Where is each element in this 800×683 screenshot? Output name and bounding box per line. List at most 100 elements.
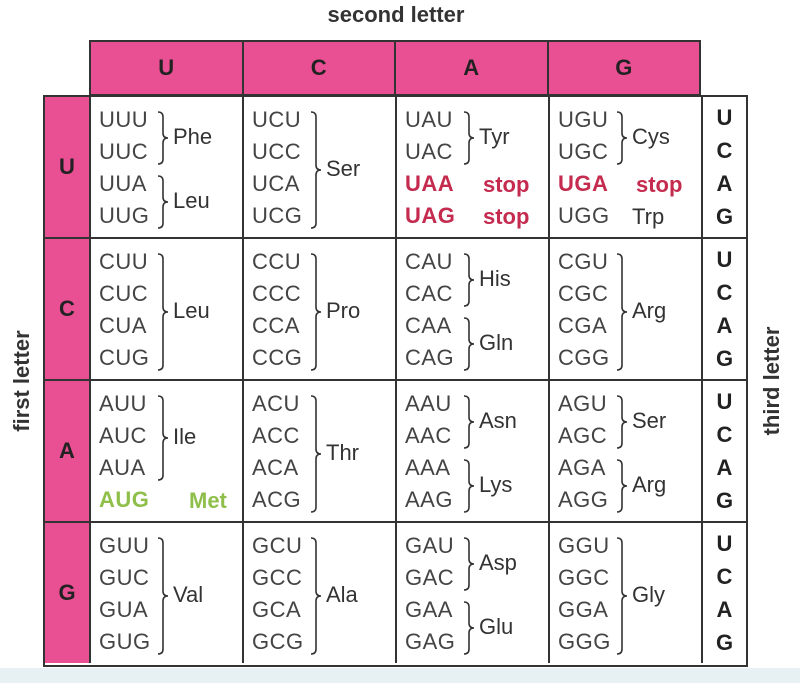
codon-label: CGA	[558, 313, 608, 338]
amino-acid-label: Gln	[479, 330, 514, 355]
brace-icon	[463, 111, 475, 165]
codon-label: ACA	[252, 455, 299, 480]
third-letter-u: U	[716, 530, 733, 556]
stop-codon-label: stop	[483, 204, 530, 229]
codon-label: CAC	[405, 281, 453, 306]
codon-label: CAA	[405, 313, 452, 338]
codon-label: GCG	[252, 629, 304, 654]
third-letter-u: U	[716, 246, 733, 272]
third-letter-g: G	[715, 345, 734, 371]
codon-label: GGU	[558, 533, 610, 558]
second-letter-header-row: U C A G	[89, 40, 701, 96]
amino-acid-label: Pro	[326, 298, 361, 323]
brace-icon	[616, 253, 628, 371]
brace-icon	[157, 395, 169, 481]
codon-label: GAC	[405, 565, 455, 590]
amino-acid-label: Ala	[326, 582, 358, 607]
third-letter-a: A	[716, 454, 733, 480]
codon-label: GUU	[99, 533, 150, 558]
codon-label: GCU	[252, 533, 303, 558]
brace-icon	[616, 111, 628, 165]
second-letter-u: U	[91, 42, 244, 94]
third-letter-g: G	[715, 203, 734, 229]
amino-acid-label: Leu	[173, 188, 210, 213]
brace-icon	[616, 395, 628, 449]
codon-label: UUU	[99, 107, 149, 132]
codon-label: AGA	[558, 455, 606, 480]
amino-acid-label: His	[479, 266, 511, 291]
codon-label: CGG	[558, 345, 610, 370]
codon-label: UGG	[558, 203, 610, 228]
amino-acid-label: Gly	[632, 582, 665, 607]
codon-label: UGA	[558, 171, 609, 196]
amino-acid-label: Arg	[632, 298, 667, 323]
codon-label: AAC	[405, 423, 452, 448]
codon-label: CCG	[252, 345, 303, 370]
codon-label: UCU	[252, 107, 302, 132]
codon-label: GCA	[252, 597, 302, 622]
first-letter-c: C	[45, 239, 91, 379]
codon-label: GGA	[558, 597, 609, 622]
amino-acid-label: Thr	[326, 440, 359, 465]
amino-acid-label: Val	[173, 582, 204, 607]
codon-label: AGU	[558, 391, 608, 416]
codon-label: UCA	[252, 171, 300, 196]
third-letter-a: A	[716, 312, 733, 338]
brace-icon	[157, 175, 169, 229]
third-letter-c: C	[716, 137, 733, 163]
codon-label: UCC	[252, 139, 302, 164]
amino-acid-label: Phe	[173, 124, 213, 149]
brace-icon	[157, 111, 169, 165]
second-letter-g: G	[548, 42, 699, 94]
brace-icon	[310, 253, 322, 371]
codon-label: AUU	[99, 391, 147, 416]
codon-label: GUC	[99, 565, 150, 590]
third-letter-c: C	[716, 421, 733, 447]
codon-label: UUG	[99, 203, 150, 228]
amino-acid-label: Trp	[632, 204, 665, 229]
codon-label: AGC	[558, 423, 608, 448]
stop-codon-label: stop	[483, 172, 530, 197]
amino-acid-label: Tyr	[479, 124, 510, 149]
stop-codon-label: stop	[636, 172, 683, 197]
first-letter-u: U	[45, 97, 91, 237]
codon-label: UGC	[558, 139, 609, 164]
codon-label: CCA	[252, 313, 300, 338]
first-letter-a: A	[45, 381, 91, 521]
codon-label: CCU	[252, 249, 302, 274]
codon-label: UAA	[405, 171, 455, 196]
codon-label: UGU	[558, 107, 609, 132]
codon-label: GGG	[558, 629, 611, 654]
codon-label: GAA	[405, 597, 453, 622]
third-letter-a: A	[716, 170, 733, 196]
codon-label: UAC	[405, 139, 453, 164]
codon-label: CUG	[99, 345, 150, 370]
third-letter-u: U	[716, 104, 733, 130]
third-letter-g: G	[715, 487, 734, 513]
brace-icon	[463, 317, 475, 371]
brace-icon	[463, 537, 475, 591]
amino-acid-label: Asn	[479, 408, 517, 433]
codon-label: CUC	[99, 281, 149, 306]
second-letter-title: second letter	[327, 2, 465, 27]
first-letter-label: first letter	[9, 330, 34, 432]
codon-label: ACG	[252, 487, 302, 512]
codon-label: UAU	[405, 107, 453, 132]
